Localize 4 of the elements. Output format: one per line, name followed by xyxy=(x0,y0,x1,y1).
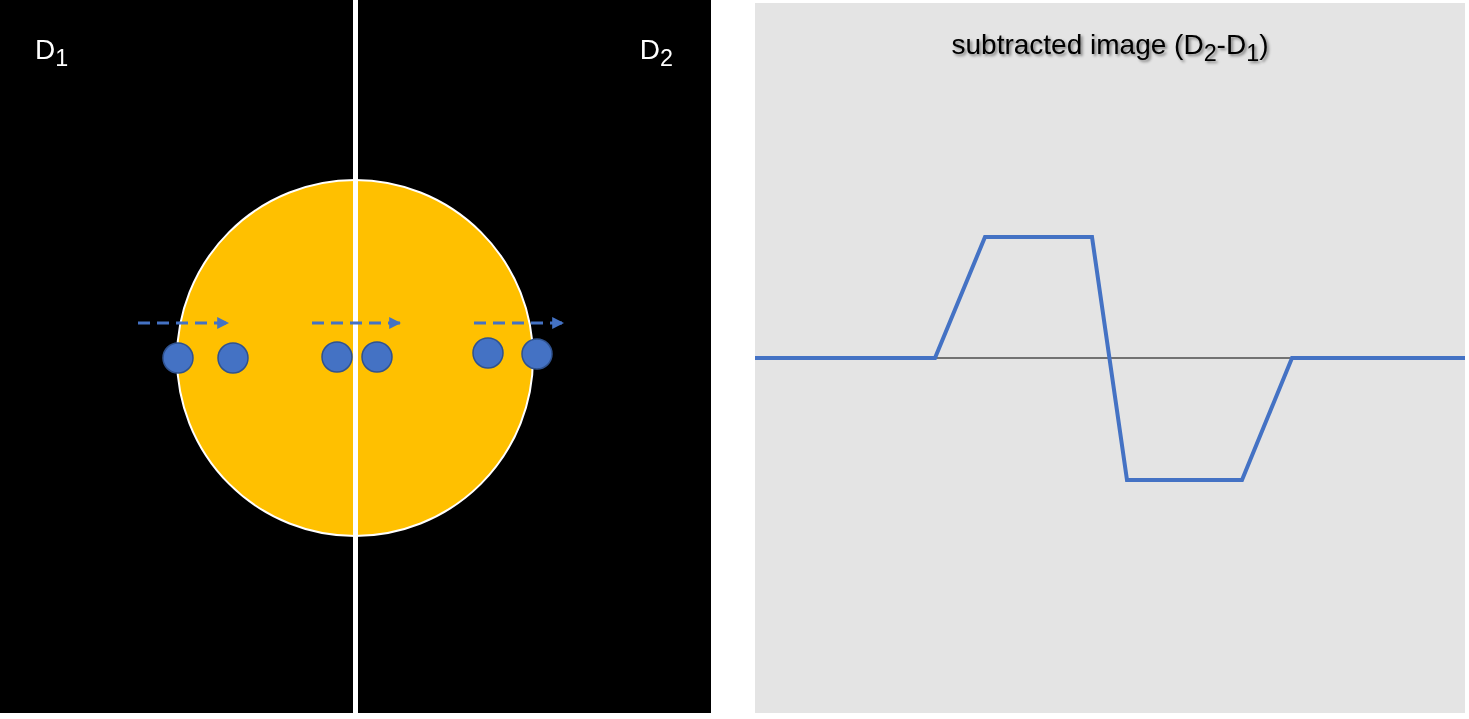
plot-panel xyxy=(755,3,1465,713)
region-label: D$_{1}$ xyxy=(35,34,69,72)
panel-title: subtracted image (D$_{2}$-D$_{1}$) xyxy=(950,29,1270,67)
region-label: D$_{2}$ xyxy=(639,34,673,72)
